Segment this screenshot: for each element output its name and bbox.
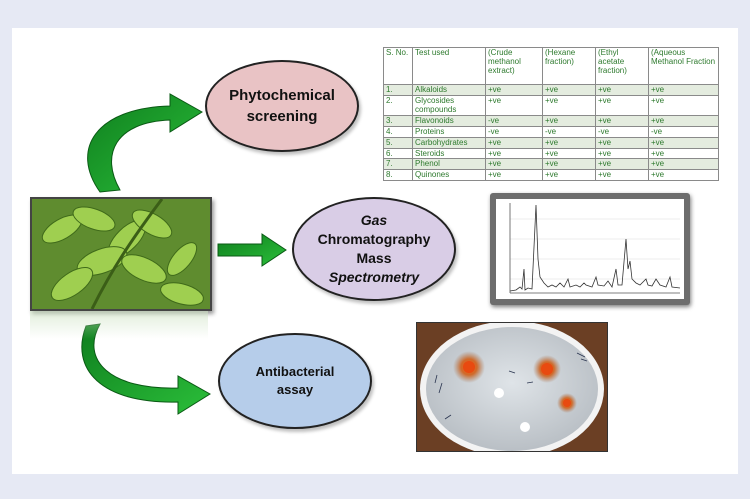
table-cell: 1.: [383, 84, 413, 96]
table-cell: +ve: [542, 158, 596, 171]
table-cell: 7.: [383, 158, 413, 171]
table-cell: +ve: [648, 147, 719, 160]
table-cell: -ve: [485, 115, 543, 128]
table-header-row: S. No. Test used (Crude methanol extract…: [383, 47, 719, 85]
table-header-cell: S. No.: [383, 47, 413, 85]
gcms-node: Gas Chromatography Mass Spectrometry: [292, 197, 456, 301]
table-row: 3.Flavonoids-ve+ve+ve+ve: [383, 115, 719, 128]
table-cell: Proteins: [412, 126, 486, 138]
table-header-cell: (Ethyl acetate fraction): [595, 47, 649, 85]
table-row: 8.Quinones+ve+ve+ve+ve: [383, 169, 719, 181]
table-cell: +ve: [542, 84, 596, 96]
table-cell: +ve: [485, 94, 543, 117]
table-header-cell: Test used: [412, 47, 486, 85]
petri-dish-photo: [416, 322, 608, 452]
table-cell: +ve: [542, 169, 596, 181]
table-cell: +ve: [485, 169, 543, 181]
table-cell: +ve: [648, 158, 719, 171]
table-cell: Carbohydrates: [412, 136, 486, 149]
table-cell: -ve: [595, 126, 649, 138]
table-cell: -ve: [485, 126, 543, 138]
table-cell: +ve: [485, 84, 543, 96]
table-cell: Phenol: [412, 158, 486, 171]
table-cell: +ve: [595, 169, 649, 181]
table-cell: +ve: [595, 158, 649, 171]
table-cell: +ve: [648, 84, 719, 96]
table-cell: +ve: [542, 94, 596, 117]
phytochemical-results-table: S. No. Test used (Crude methanol extract…: [383, 47, 719, 181]
table-row: 7.Phenol+ve+ve+ve+ve: [383, 158, 719, 171]
gcms-line3: Mass: [356, 250, 392, 266]
table-cell: +ve: [542, 147, 596, 160]
table-cell: +ve: [648, 136, 719, 149]
table-row: 4.Proteins-ve-ve-ve-ve: [383, 126, 719, 138]
table-cell: Flavonoids: [412, 115, 486, 128]
phyto-line2: screening: [246, 108, 318, 125]
table-cell: +ve: [595, 147, 649, 160]
table-cell: +ve: [485, 147, 543, 160]
table-header-cell: (Aqueous Methanol Fraction: [648, 47, 719, 85]
table-header-cell: (Crude methanol extract): [485, 47, 543, 85]
table-cell: +ve: [595, 136, 649, 149]
table-cell: +ve: [648, 94, 719, 117]
gcms-line4: Spectrometry: [328, 269, 420, 285]
table-cell: 4.: [383, 126, 413, 138]
gcms-line2: Chromatography: [317, 231, 431, 247]
table-row: 1.Alkaloids+ve+ve+ve+ve: [383, 84, 719, 96]
table-cell: Steroids: [412, 147, 486, 160]
anti-line1: Antibacterial: [255, 364, 335, 379]
curved-arrow-up-icon: [87, 93, 203, 193]
table-header-cell: (Hexane fraction): [542, 47, 596, 85]
phyto-line1: Phytochemical: [229, 87, 335, 104]
table-cell: Quinones: [412, 169, 486, 181]
table-cell: +ve: [542, 136, 596, 149]
table-row: 2.Glycosides compounds+ve+ve+ve+ve: [383, 94, 719, 117]
straight-arrow-right-icon: [217, 233, 287, 267]
leaf-photo-reflection: [30, 311, 208, 339]
anti-line2: assay: [276, 382, 314, 397]
chromatogram-image: [490, 193, 690, 305]
leaf-photo: [30, 197, 212, 311]
gcms-line1: Gas: [360, 212, 388, 228]
phytochemical-screening-node: Phytochemical screening: [205, 60, 359, 152]
table-cell: Alkaloids: [412, 84, 486, 96]
table-cell: 5.: [383, 136, 413, 149]
table-cell: 2.: [383, 94, 413, 117]
table-cell: -ve: [648, 126, 719, 138]
table-cell: +ve: [595, 94, 649, 117]
curved-arrow-down-icon: [81, 323, 211, 415]
table-cell: +ve: [542, 115, 596, 128]
table-cell: 3.: [383, 115, 413, 128]
table-row: 6.Steroids+ve+ve+ve+ve: [383, 147, 719, 160]
table-cell: +ve: [648, 169, 719, 181]
table-cell: +ve: [648, 115, 719, 128]
table-cell: -ve: [542, 126, 596, 138]
table-cell: Glycosides compounds: [412, 94, 486, 117]
table-cell: 6.: [383, 147, 413, 160]
table-cell: 8.: [383, 169, 413, 181]
table-cell: +ve: [595, 84, 649, 96]
table-row: 5.Carbohydrates+ve+ve+ve+ve: [383, 136, 719, 149]
table-cell: +ve: [485, 158, 543, 171]
antibacterial-assay-node: Antibacterial assay: [218, 333, 372, 429]
table-cell: +ve: [485, 136, 543, 149]
table-cell: +ve: [595, 115, 649, 128]
